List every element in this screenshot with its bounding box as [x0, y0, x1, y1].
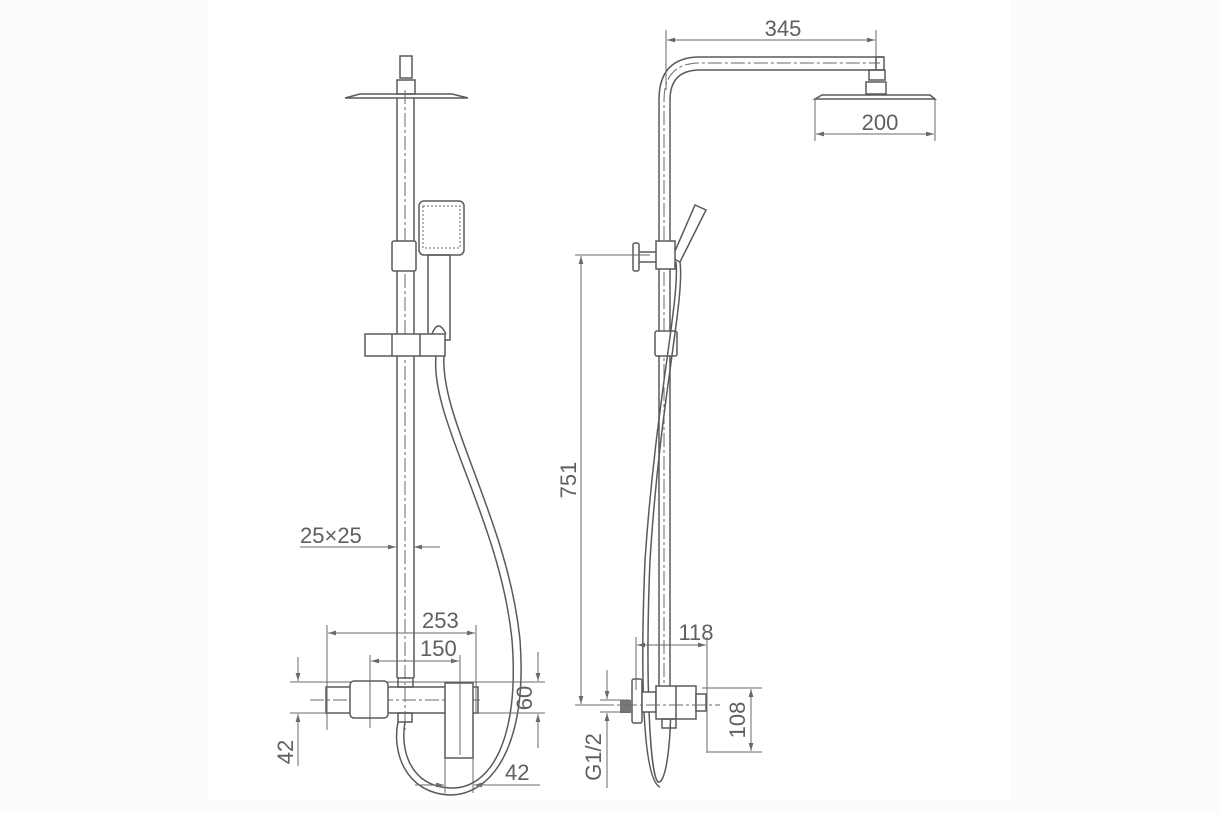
dim-arm-length-label: 345: [765, 16, 802, 41]
dimension-tube: 25×25: [300, 523, 440, 550]
mixer-valve-side: [600, 678, 720, 729]
hose-front: [403, 355, 514, 789]
dim-bracket-height-label: 751: [556, 462, 581, 499]
dim-tube-label: 25×25: [300, 523, 362, 548]
slide-holder-front: [364, 333, 446, 357]
dim-projection-label: 118: [678, 620, 713, 645]
overhead-shower-side: [812, 69, 938, 100]
dim-head-diameter-label: 200: [862, 110, 899, 135]
dimension-bracket-height: 751: [556, 254, 650, 706]
riser-pipe-front: [396, 90, 415, 730]
dimension-inlet-spacing: 150: [371, 636, 459, 664]
front-view: 25×25 253 150 60 42 42: [273, 55, 545, 796]
dimension-projection: 118: [635, 620, 714, 753]
overhead-shower-front: [344, 55, 469, 99]
hand-shower-front: [391, 200, 465, 341]
dim-thread-label: G1/2: [581, 733, 606, 781]
dimension-wall-plate: 108: [702, 687, 762, 753]
hand-shower-side: [632, 204, 708, 788]
riser-and-arm-side: [658, 56, 885, 700]
dim-total-width-label: 253: [422, 608, 459, 633]
dimension-arm-length: 345: [665, 16, 877, 90]
side-view: 345 200: [556, 16, 938, 788]
dimension-body-height: 60: [512, 652, 541, 748]
dim-wall-plate-label: 108: [725, 702, 750, 739]
dim-lever-width-label: 42: [505, 760, 529, 785]
mixer-valve-front: [290, 655, 545, 759]
dimension-thread: G1/2: [581, 670, 630, 788]
dim-body-height-label: 60: [512, 686, 537, 710]
dimension-head-diameter: 200: [814, 99, 936, 141]
dimension-lever-width: 42: [415, 758, 540, 793]
dimension-total-width: 253: [326, 608, 477, 730]
dim-left-depth-label: 42: [273, 740, 298, 764]
dimension-left-depth: 42: [273, 657, 301, 766]
dim-inlet-spacing-label: 150: [420, 636, 457, 661]
